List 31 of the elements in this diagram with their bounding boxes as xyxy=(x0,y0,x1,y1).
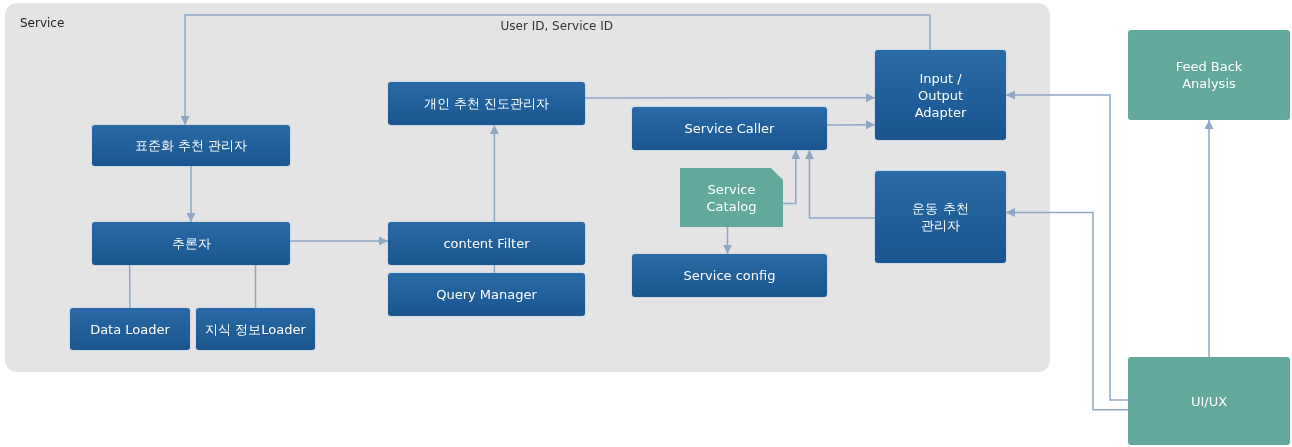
connector-line xyxy=(128,264,131,309)
process-box: Service config xyxy=(632,254,827,297)
arrow xyxy=(180,14,931,126)
panel-title: Service xyxy=(20,15,65,32)
process-box: 지식 정보Loader xyxy=(196,308,315,350)
connector-line xyxy=(253,264,257,309)
arrow xyxy=(1005,90,1129,401)
process-box: 표준화 추천 관리자 xyxy=(92,125,290,166)
process-box: Input / Output Adapter xyxy=(875,50,1006,140)
arrow xyxy=(584,93,876,103)
arrow xyxy=(782,149,801,205)
process-box: Service Caller xyxy=(632,107,827,150)
service-panel xyxy=(5,3,1050,372)
process-box: Data Loader xyxy=(70,308,190,350)
process-box: 개인 추천 진도관리자 xyxy=(388,82,585,125)
process-box: Query Manager xyxy=(388,273,585,316)
process-box: content Filter xyxy=(388,222,585,265)
process-box: UI/UX xyxy=(1128,357,1290,445)
arrow xyxy=(826,120,876,130)
arrow xyxy=(804,149,876,219)
arrow xyxy=(186,165,196,223)
arrow xyxy=(489,124,499,223)
arrow xyxy=(1204,119,1214,358)
arrow xyxy=(289,236,389,246)
arrow xyxy=(723,226,733,255)
process-box: Feed Back Analysis xyxy=(1128,30,1290,120)
document-shape: Service Catalog xyxy=(680,168,783,227)
process-box: 운동 추천 관리자 xyxy=(875,171,1006,263)
connector-line xyxy=(493,264,496,274)
process-box: 추론자 xyxy=(92,222,290,265)
arrow xyxy=(1005,207,1129,411)
